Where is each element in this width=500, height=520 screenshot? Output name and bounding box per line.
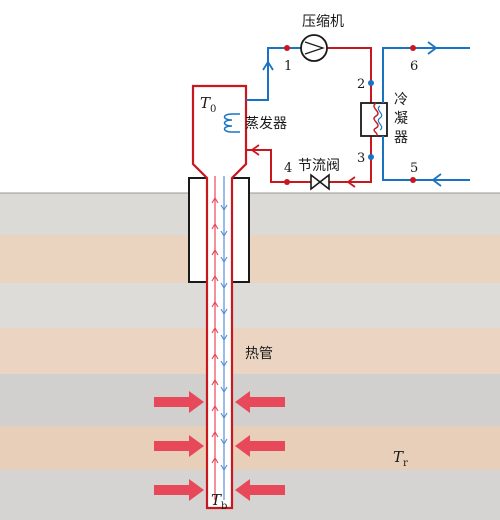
tb-label: Tb <box>211 491 227 512</box>
liquid-down-arrow <box>220 438 228 446</box>
tr-label: Tr <box>393 448 408 469</box>
liquid-down-arrow <box>220 334 228 342</box>
liquid-down-arrow <box>220 256 228 264</box>
liquid-down-arrow <box>220 282 228 290</box>
t0-main: T <box>200 94 211 112</box>
condenser-coil <box>373 102 379 137</box>
vapor-up-arrow <box>211 196 219 204</box>
point-4-dot <box>284 179 290 185</box>
heat-arrow-left-3 <box>154 479 204 501</box>
heat-arrow-right-1 <box>235 391 285 413</box>
throttle-valve <box>310 173 330 191</box>
liquid-down-arrow <box>220 412 228 420</box>
liquid-down-arrow <box>220 464 228 472</box>
vapor-up-arrow <box>211 404 219 412</box>
evaporator-coil <box>223 113 240 133</box>
condenser-coil-blue <box>377 105 383 131</box>
state-points <box>284 45 416 185</box>
vapor-up-arrow <box>211 248 219 256</box>
point-2-dot <box>368 80 374 86</box>
heat-pipe-flow-arrows <box>211 196 228 472</box>
t0-sub: 0 <box>210 104 216 115</box>
point-5-label: 5 <box>410 161 418 176</box>
heat-pipe-label: 热管 <box>245 346 273 362</box>
liquid-down-arrow <box>220 230 228 238</box>
arrow-right-water-out <box>427 41 438 55</box>
tr-sub: r <box>403 458 408 469</box>
tb-sub: b <box>221 501 227 512</box>
compressor-symbol <box>304 41 325 55</box>
heat-pipe-outline <box>191 84 248 510</box>
point-1-dot <box>284 45 290 51</box>
vapor-up-arrow <box>211 326 219 334</box>
arrow-up-evap-out <box>262 60 274 71</box>
point-1-label: 1 <box>284 59 292 74</box>
vapor-up-arrow <box>211 352 219 360</box>
liquid-down-arrow <box>220 386 228 394</box>
vapor-up-arrow <box>211 300 219 308</box>
liquid-down-arrow <box>220 360 228 368</box>
ground-heat-arrows <box>154 391 285 501</box>
arrow-left-valve-in <box>346 176 356 188</box>
heat-arrow-right-2 <box>235 435 285 457</box>
vapor-up-arrow <box>211 222 219 230</box>
heat-arrow-left-1 <box>154 391 204 413</box>
point-3-label: 3 <box>357 151 365 166</box>
vapor-up-arrow <box>211 430 219 438</box>
compressor-circle <box>300 34 328 62</box>
condenser-label-2: 凝 <box>394 111 408 127</box>
compressor <box>300 34 328 62</box>
arrow-left-evap-in <box>250 144 260 156</box>
heat-arrow-right-3 <box>235 479 285 501</box>
vapor-up-arrow <box>211 456 219 464</box>
point-5-dot <box>410 177 416 183</box>
point-4-label: 4 <box>284 161 292 176</box>
point-3-dot <box>368 154 374 160</box>
arrow-left-water-in <box>431 173 442 187</box>
t0-label: T0 <box>200 94 216 115</box>
soil-layer-4 <box>0 328 500 374</box>
condenser-label-1: 冷 <box>394 92 408 108</box>
liquid-down-arrow <box>220 308 228 316</box>
tb-main: T <box>211 491 222 509</box>
compressor-label: 压缩机 <box>302 14 344 30</box>
liquid-down-arrow <box>220 204 228 212</box>
cooling-water-loop <box>382 47 470 181</box>
point-6-dot <box>410 45 416 51</box>
loop-direction-arrows <box>250 41 442 188</box>
throttle-valve-symbol <box>310 173 330 191</box>
vapor-up-arrow <box>211 274 219 282</box>
throttle-valve-label: 节流阀 <box>298 158 340 174</box>
heat-arrow-left-2 <box>154 435 204 457</box>
evaporator-label: 蒸发器 <box>245 116 287 132</box>
point-6-label: 6 <box>410 59 418 74</box>
soil-layer-3 <box>0 283 500 328</box>
refrigerant-loop-low <box>246 47 301 101</box>
condenser-label-3: 器 <box>394 130 408 146</box>
point-2-label: 2 <box>357 77 365 92</box>
vapor-up-arrow <box>211 378 219 386</box>
tr-main: T <box>393 448 404 466</box>
